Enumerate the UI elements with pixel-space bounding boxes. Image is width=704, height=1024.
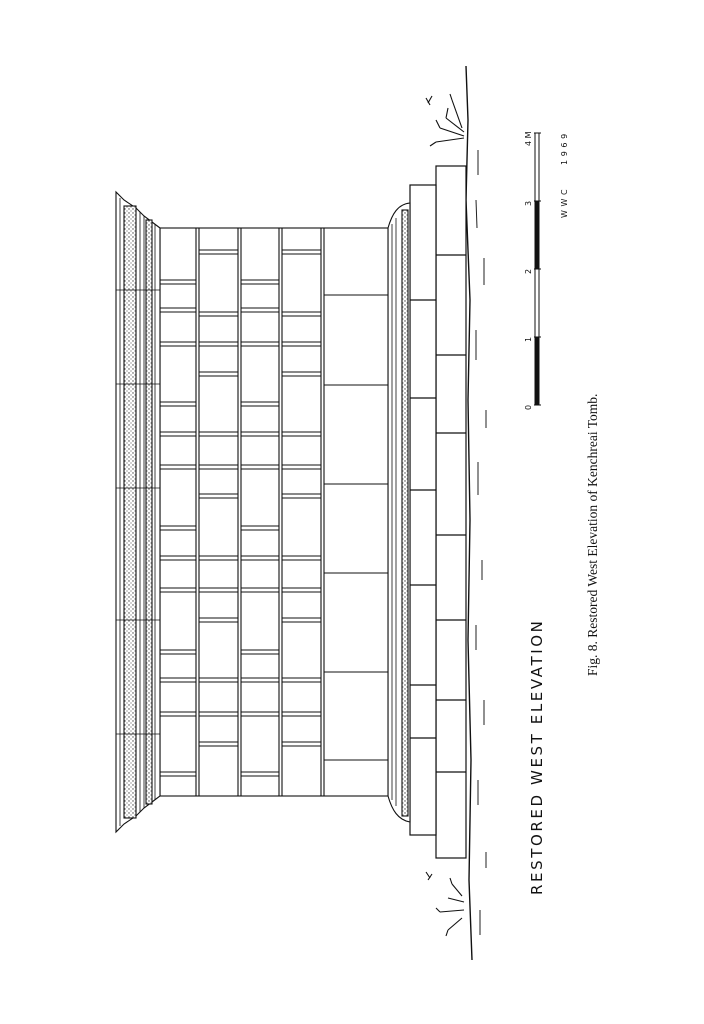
scale-tick-label: 3 [524,200,533,206]
upper-step [409,184,437,836]
cornice [115,190,161,834]
drawing-title: RESTORED WEST ELEVATION [528,618,546,896]
ground-hatching [475,150,487,935]
wall-body [159,227,389,797]
scale-tick-label: 4 M [524,131,533,146]
base-moulding [387,202,411,823]
drawing-year: 1969 [560,130,569,165]
figure-caption: Fig. 8. Restored West Elevation of Kench… [585,393,600,676]
plant-top [425,93,465,147]
draftsman-signature: WWC [560,185,569,218]
scale-tick-label: 1 [524,336,533,342]
lower-step [435,165,467,859]
scale-tick-label: 0 [524,404,533,410]
plant-bottom [425,871,465,937]
ground-line [465,65,473,961]
scale-bar [534,132,541,406]
scale-tick-label: 2 [524,268,533,274]
